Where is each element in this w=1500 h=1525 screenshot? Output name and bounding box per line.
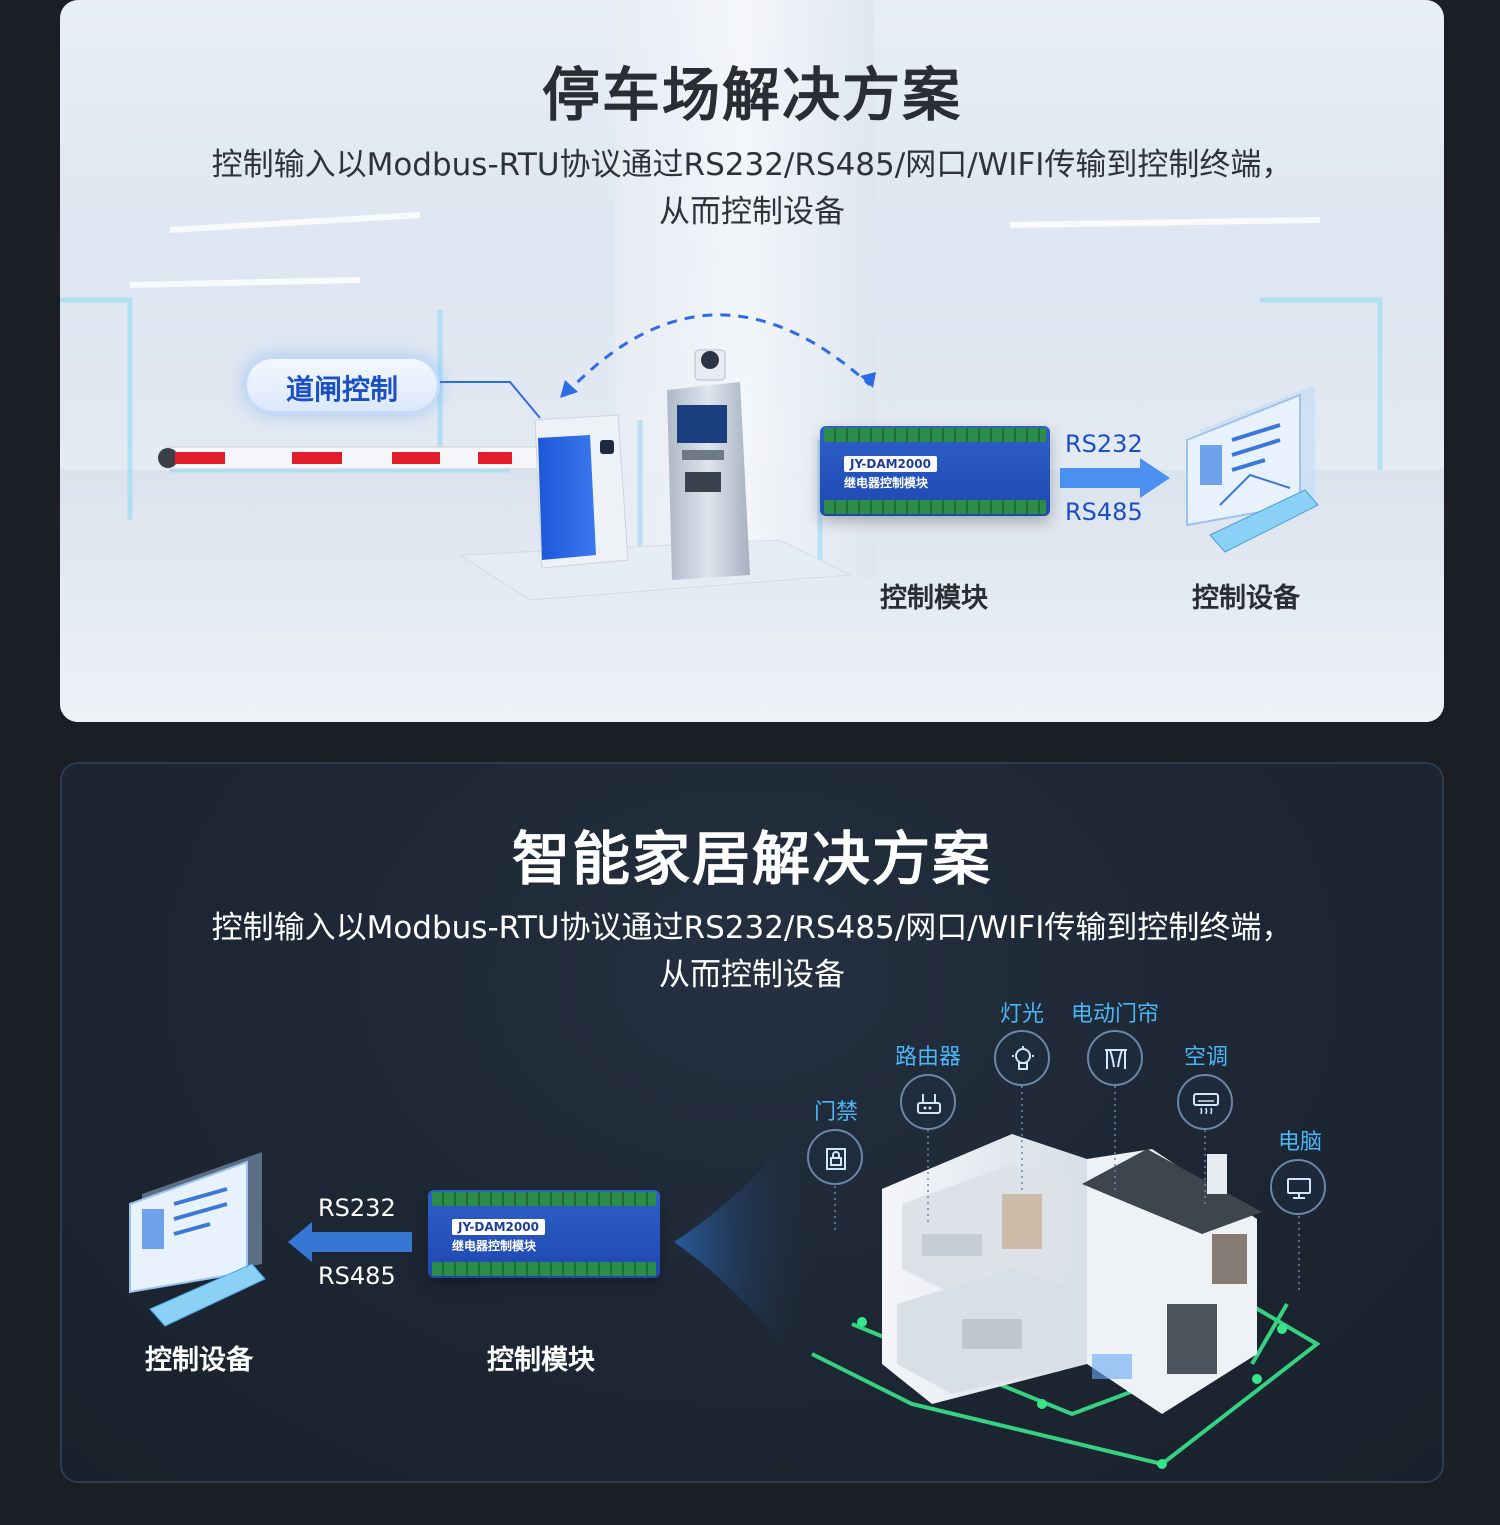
smart-home-relay-module: JY-DAM2000 继电器控制模块 [428,1190,660,1278]
parking-title: 停车场解决方案 [541,61,962,129]
air-conditioner-icon [1177,1074,1233,1130]
smart-home-subtitle-line2: 从而控制设备 [659,957,845,993]
module-name: 继电器控制模块 [452,1239,537,1253]
monitor-icon [1270,1159,1326,1215]
parking-device-label: 控制设备 [1192,583,1300,614]
smart-home-protocol-bottom: RS485 [318,1262,396,1290]
module-model: JY-DAM2000 [844,456,937,472]
parking-relay-module: JY-DAM2000 继电器控制模块 [820,426,1050,516]
device-label-computer: 电脑 [1278,1130,1323,1155]
device-label-lighting: 灯光 [1000,1002,1045,1027]
parking-subtitle: 控制输入以Modbus-RTU协议通过RS232/RS485/网口/WIFI传输… [60,142,1444,236]
smart-home-device-label: 控制设备 [145,1345,253,1376]
module-model: JY-DAM2000 [452,1219,545,1235]
router-icon [900,1074,956,1130]
device-label-router: 路由器 [895,1045,962,1070]
gate-control-label: 道闸控制 [285,373,398,406]
parking-module-label: 控制模块 [880,583,988,614]
curtain-icon [1087,1030,1143,1086]
smart-home-scene [129,1086,1321,1469]
parking-subtitle-line2: 从而控制设备 [659,194,845,230]
lock-icon [807,1129,863,1185]
parking-protocol-top: RS232 [1065,430,1143,458]
smart-home-title: 智能家居解决方案 [511,825,992,893]
smart-home-solution-panel: 智能家居解决方案 控制输入以Modbus-RTU协议通过RS232/RS485/… [60,762,1444,1483]
bulb-icon [994,1030,1050,1086]
terminal-strip-bottom [432,1262,656,1276]
gate-control-badge: 道闸控制 [244,356,440,414]
device-label-access-control: 门禁 [814,1100,859,1125]
terminal-strip-top [432,1192,656,1206]
smart-home-protocol-top: RS232 [318,1194,396,1222]
module-name: 继电器控制模块 [844,476,929,490]
device-label-air-conditioner: 空调 [1184,1045,1229,1070]
smart-home-module-label: 控制模块 [487,1345,595,1376]
terminal-strip-top [824,428,1046,442]
parking-subtitle-line1: 控制输入以Modbus-RTU协议通过RS232/RS485/网口/WIFI传输… [211,147,1293,183]
smart-home-subtitle: 控制输入以Modbus-RTU协议通过RS232/RS485/网口/WIFI传输… [62,905,1442,999]
parking-scene-background [60,0,1444,722]
smart-home-subtitle-line1: 控制输入以Modbus-RTU协议通过RS232/RS485/网口/WIFI传输… [211,910,1293,946]
parking-protocol-bottom: RS485 [1065,498,1143,526]
terminal-strip-bottom [824,500,1046,514]
parking-solution-panel: 停车场解决方案 控制输入以Modbus-RTU协议通过RS232/RS485/网… [60,0,1444,722]
device-label-electric-curtain: 电动门帘 [1071,1002,1160,1027]
